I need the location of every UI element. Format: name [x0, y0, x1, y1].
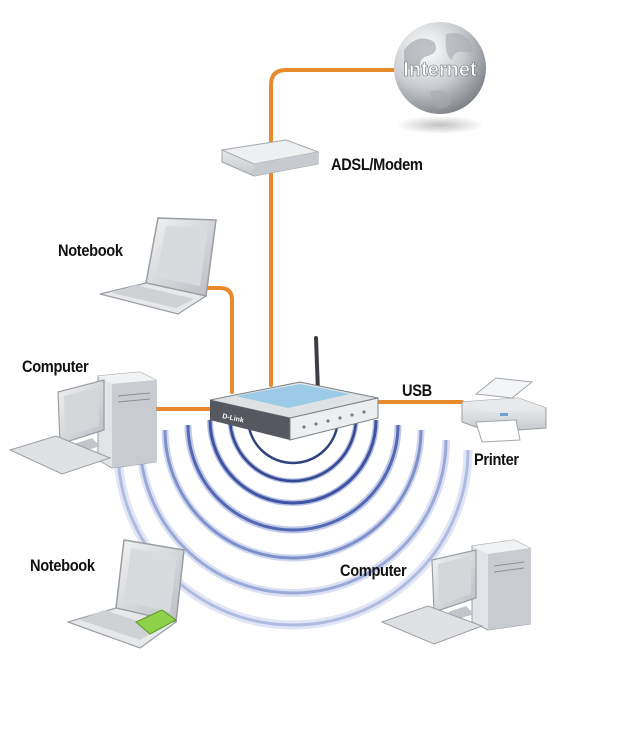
cable-notebook-router	[202, 288, 232, 392]
internet-label: Internet	[403, 59, 477, 81]
modem-icon	[222, 140, 318, 176]
modem-label: ADSL/Modem	[331, 155, 423, 175]
desktop-computer-icon	[382, 540, 530, 644]
notebook-icon	[100, 218, 216, 314]
desktop-computer-icon	[10, 372, 156, 474]
computer-left-label: Computer	[22, 357, 88, 377]
notebook-top-label: Notebook	[58, 241, 123, 261]
usb-label: USB	[402, 381, 432, 401]
notebook-bottom-label: Notebook	[30, 556, 95, 576]
printer-label: Printer	[474, 450, 519, 470]
router-icon: D-Link	[210, 338, 378, 440]
computer-bottom-label: Computer	[340, 561, 406, 581]
printer-icon	[462, 378, 546, 442]
